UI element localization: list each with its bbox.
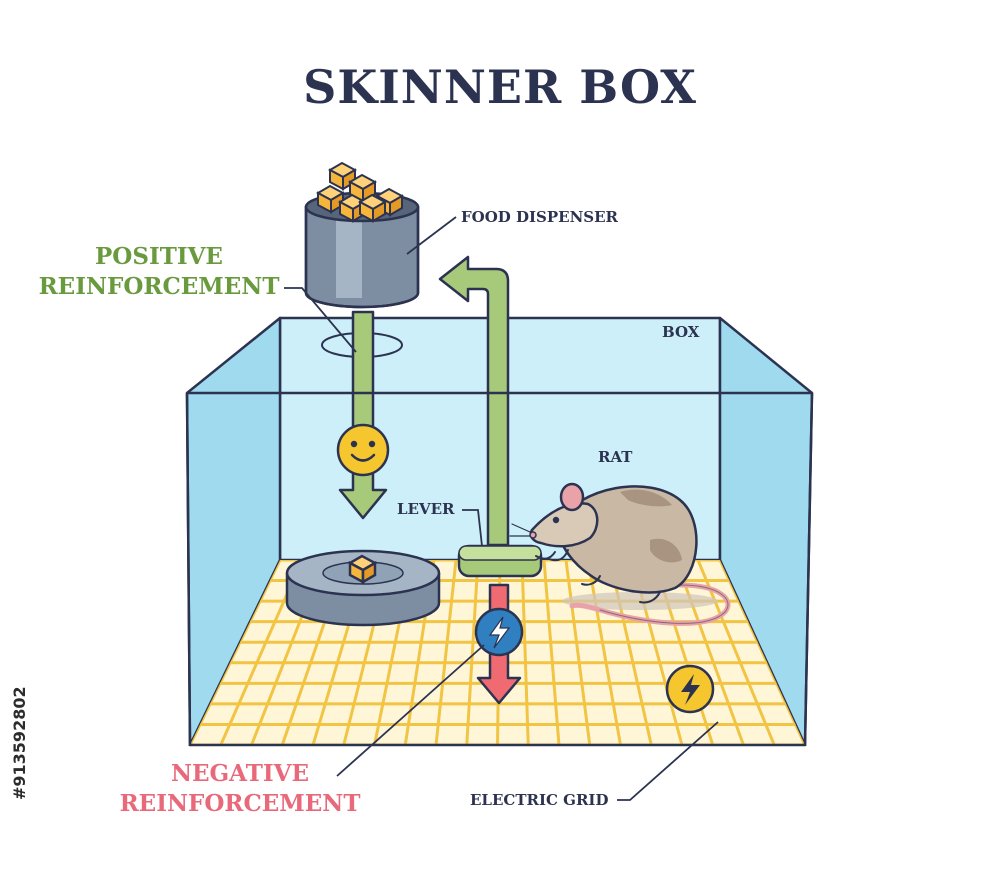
food-dispenser	[304, 161, 420, 309]
label-negative-reinforcement: NEGATIVE REINFORCEMENT	[115, 759, 365, 819]
stock-id-watermark: #913592802	[10, 686, 29, 800]
label-negative-line2: REINFORCEMENT	[119, 790, 361, 817]
food-cubes	[315, 161, 405, 223]
grid-line	[465, 560, 480, 745]
food-tray	[285, 549, 441, 627]
leader-lines	[284, 216, 719, 801]
lever	[457, 544, 543, 578]
label-positive-reinforcement: POSITIVE REINFORCEMENT	[34, 242, 284, 302]
grid-line	[542, 560, 561, 745]
label-food-dispenser: FOOD DISPENSER	[461, 208, 619, 226]
grid-line	[520, 560, 530, 745]
box-frame	[185, 391, 814, 747]
label-negative-line1: NEGATIVE	[170, 760, 310, 787]
stock-id-text: #913592802	[10, 686, 29, 800]
label-positive-line1: POSITIVE	[95, 243, 223, 270]
grid-line	[608, 560, 653, 745]
positive-reinforcement-arrow	[321, 310, 403, 520]
lightning-bolt-icon	[474, 607, 524, 657]
rat-head	[529, 501, 599, 548]
food-cube-icon	[347, 554, 378, 585]
grid-line	[674, 560, 745, 745]
label-lever: LEVER	[397, 500, 455, 518]
label-positive-line2: REINFORCEMENT	[38, 273, 280, 300]
label-electric-grid: ELECTRIC GRID	[470, 791, 609, 809]
lever-feedback-arrow	[438, 255, 510, 547]
grid-line	[434, 560, 458, 745]
smiley-face-icon	[336, 423, 390, 477]
rat	[509, 482, 731, 626]
label-box: BOX	[662, 323, 700, 341]
grid-line	[586, 560, 622, 745]
grid-line	[564, 560, 592, 745]
electric-shock-icon	[665, 664, 715, 714]
label-rat: RAT	[598, 448, 633, 466]
page-title: SKINNER BOX	[303, 60, 697, 114]
